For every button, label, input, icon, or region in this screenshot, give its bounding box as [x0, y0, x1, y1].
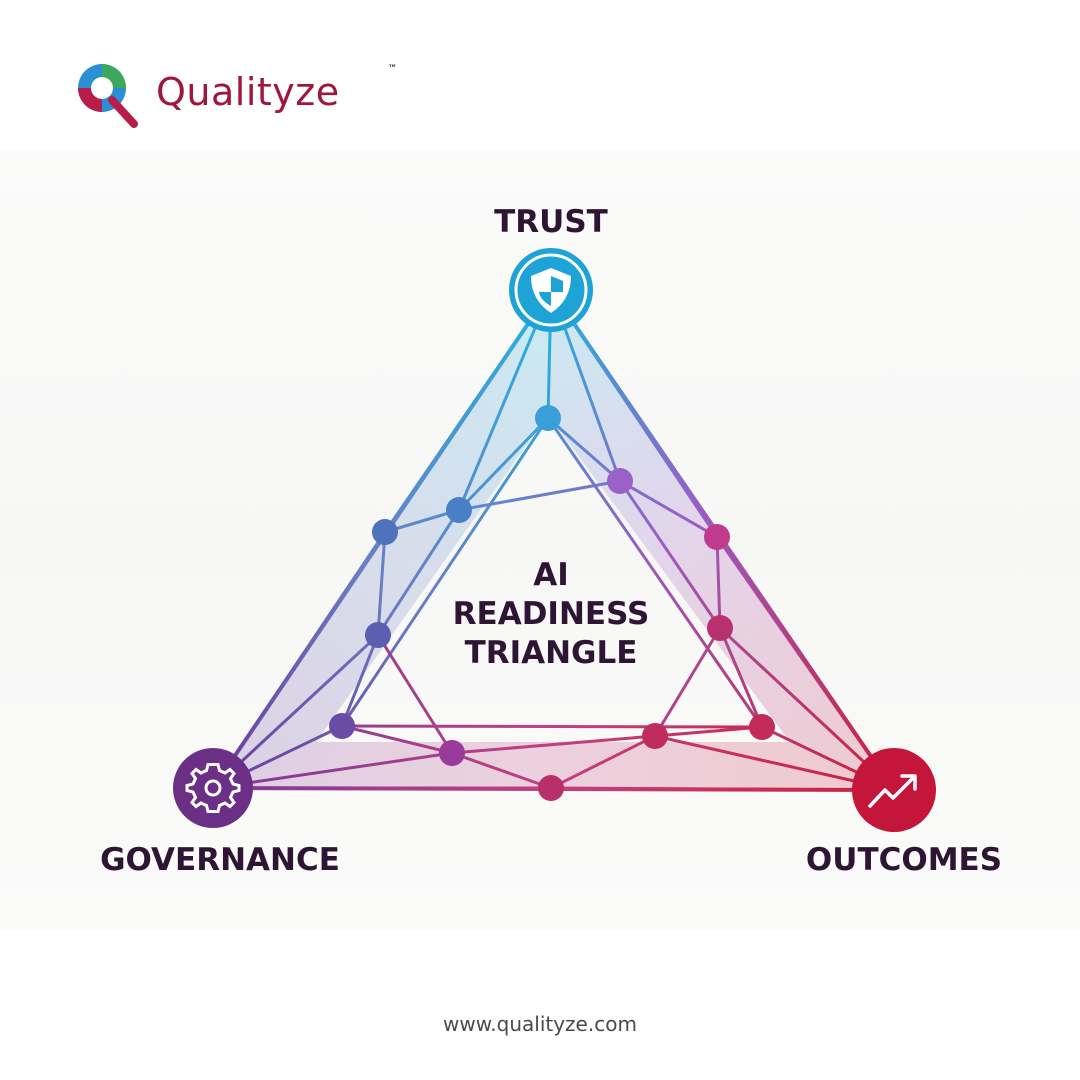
network-line: [618, 480, 722, 629]
network-node: [607, 468, 633, 494]
network-node: [446, 497, 472, 523]
network-line: [376, 531, 387, 636]
network-node: [642, 723, 668, 749]
network-line: [341, 724, 763, 729]
trust-label: TRUST: [494, 204, 608, 240]
network-line: [619, 479, 718, 539]
brand-logo: Qualityze ™: [72, 58, 397, 130]
network-node: [538, 775, 564, 801]
network-line: [550, 734, 656, 790]
network-line: [718, 627, 764, 728]
network-lines: [211, 288, 896, 792]
network-node: [365, 622, 391, 648]
network-node: [704, 524, 730, 550]
network-line: [376, 634, 454, 754]
network-line: [451, 751, 552, 790]
network-line: [376, 509, 461, 636]
brand-name: Qualityze: [156, 70, 340, 114]
network-node: [749, 714, 775, 740]
network-line: [340, 634, 380, 727]
network-line: [546, 417, 764, 728]
brand-trademark: ™: [388, 64, 397, 74]
network-node: [439, 740, 465, 766]
outcomes-vertex: [852, 748, 936, 832]
network-line: [457, 416, 550, 512]
network-line: [550, 786, 895, 792]
network-line: [341, 724, 453, 755]
network-line: [451, 734, 656, 755]
network-line: [715, 536, 896, 791]
outcomes-label: OUTCOMES: [806, 842, 1002, 878]
network-line: [653, 627, 722, 737]
center-title-line-2: READINESS: [453, 596, 650, 632]
gear-icon: [185, 763, 241, 813]
footer-url[interactable]: www.qualityze.com: [443, 1012, 637, 1036]
center-title-line-3: TRIANGLE: [465, 635, 638, 671]
shield-icon: [531, 268, 571, 313]
qualityze-logo-icon: [78, 64, 138, 128]
network-nodes: [329, 405, 775, 801]
network-line: [458, 479, 621, 512]
network-line: [383, 289, 553, 533]
trust-vertex: [509, 248, 593, 332]
network-node: [707, 615, 733, 641]
network-line: [211, 531, 387, 789]
network-line: [340, 417, 550, 727]
network-line: [212, 751, 453, 790]
network-line: [654, 725, 763, 738]
network-line: [547, 416, 621, 483]
center-title-line-1: AI: [533, 557, 569, 593]
governance-label: GOVERNANCE: [100, 842, 340, 878]
network-line: [549, 289, 719, 538]
triangle-bands: [213, 290, 894, 788]
trend-arrow-icon: [868, 774, 917, 808]
network-node: [329, 713, 355, 739]
network-line: [715, 536, 722, 629]
governance-vertex: [173, 748, 253, 828]
network-node: [535, 405, 561, 431]
network-node: [372, 519, 398, 545]
